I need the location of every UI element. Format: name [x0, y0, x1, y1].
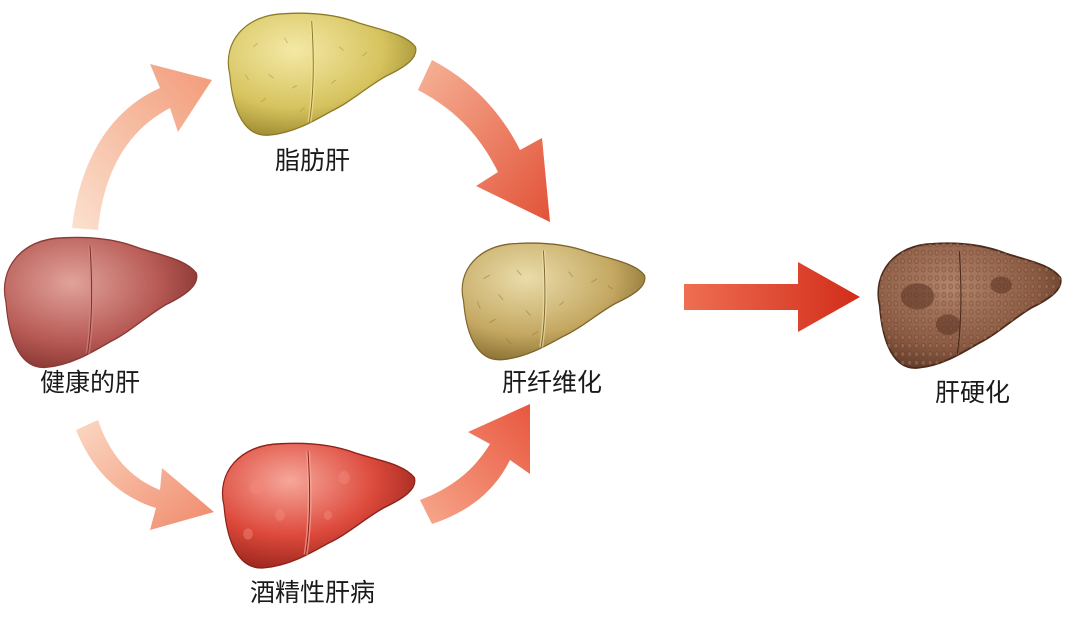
arrow-fatty-to-fibrosis [418, 60, 550, 222]
cirrhosis-liver [877, 242, 1062, 369]
label-cirrhosis: 肝硬化 [935, 378, 1011, 407]
label-liver-fibrosis: 肝纤维化 [502, 368, 603, 397]
label-fatty-liver: 脂肪肝 [275, 146, 351, 175]
arrow-healthy-to-alcoholic [76, 420, 214, 530]
label-alcoholic-liver-disease: 酒精性肝病 [250, 578, 376, 607]
label-healthy-liver: 健康的肝 [40, 368, 141, 397]
arrow-fibrosis-to-cirrhosis [684, 262, 860, 332]
healthy-liver [3, 236, 198, 369]
arrow-healthy-to-fatty [72, 64, 212, 230]
arrow-alcoholic-to-fibrosis [420, 404, 530, 524]
alcoholic-liver [221, 442, 416, 569]
fatty-liver [227, 12, 417, 136]
fibrosis-liver [461, 242, 646, 361]
